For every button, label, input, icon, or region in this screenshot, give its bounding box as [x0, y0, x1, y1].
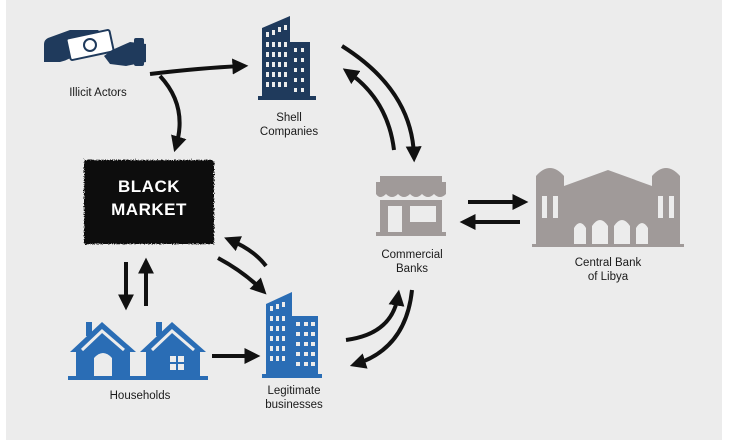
legitimate-businesses-label-line2: businesses: [265, 399, 323, 411]
legitimate-businesses-label: Legitimate businesses: [244, 384, 344, 412]
arrow-businesses-to-market: [224, 236, 268, 268]
commercial-banks-label: Commercial Banks: [362, 248, 462, 276]
money-handoff-icon: [44, 29, 146, 66]
houses-icon: [68, 322, 208, 380]
black-market-label: BLACK MARKET: [86, 175, 212, 221]
arrow-shell-to-banks: [340, 44, 422, 163]
black-market-label-line2: MARKET: [111, 200, 187, 219]
arrow-illicit-to-black-market: [158, 74, 187, 153]
shell-companies-label-line2: Companies: [259, 126, 319, 138]
arrow-banks-to-shell: [342, 68, 396, 151]
arrow-illicit-to-shell: [149, 58, 249, 76]
commercial-banks-label-line1: Commercial: [381, 249, 443, 261]
households-label: Households: [109, 390, 171, 402]
central-bank-label: Central Bank of Libya: [558, 256, 658, 284]
legitimate-businesses-label-line1: Legitimate: [267, 385, 321, 397]
office-building-icon: [262, 292, 322, 378]
black-market-box: [84, 160, 214, 244]
storefront-icon: [376, 176, 446, 236]
arrow-market-to-businesses: [217, 256, 267, 295]
shell-companies-label-line1: Shell: [276, 112, 302, 124]
black-market-label-line1: BLACK: [118, 177, 180, 196]
arrow-businesses-to-banks: [345, 289, 405, 342]
commercial-banks-label-line2: Banks: [396, 263, 428, 275]
illicit-actors-label: Illicit Actors: [69, 87, 127, 99]
office-building-icon: [258, 16, 316, 100]
central-bank-label-line1: Central Bank: [574, 257, 642, 269]
shell-companies-label: Shell Companies: [244, 111, 334, 139]
central-bank-building-icon: [532, 168, 684, 247]
arrow-banks-to-businesses: [349, 289, 414, 369]
central-bank-label-line2: of Libya: [587, 271, 629, 283]
